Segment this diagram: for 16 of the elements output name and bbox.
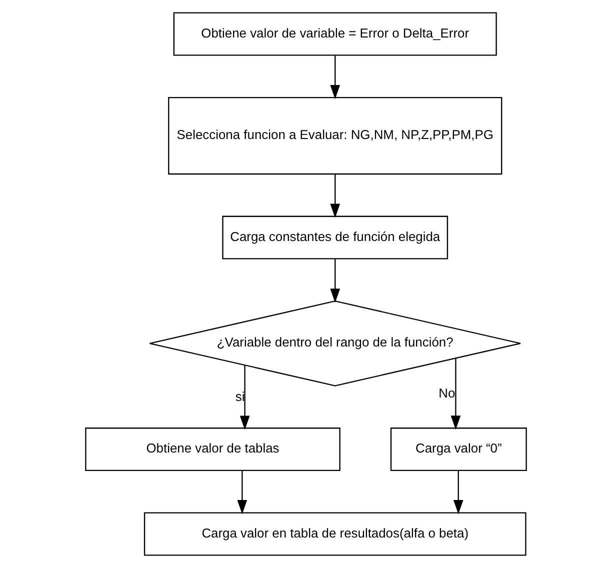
arrow: [239, 365, 250, 430]
edge-label: No: [438, 386, 455, 401]
arrow: [330, 174, 340, 218]
node-box: Selecciona funcion a Evaluar: NG,NM, NP,Z,PP,PM,PG: [168, 96, 502, 175]
node-box: Carga valor en tabla de resultados(alfa o beta): [143, 512, 526, 556]
node-box: Obtiene valor de variable = Error o Delta_Error: [172, 12, 496, 56]
arrow: [236, 470, 247, 514]
node-box: Carga valor “0”: [390, 428, 526, 472]
arrow: [452, 470, 463, 514]
arrow: [330, 258, 340, 303]
node-diamond: ¿Variable dentro del rango de la función?: [148, 300, 521, 386]
arrow: [330, 56, 340, 100]
edge-label: si: [234, 389, 244, 404]
node-box: Obtiene valor de tablas: [84, 428, 340, 472]
arrow: [450, 358, 460, 430]
node-box: Carga constantes de función elegida: [222, 216, 448, 260]
